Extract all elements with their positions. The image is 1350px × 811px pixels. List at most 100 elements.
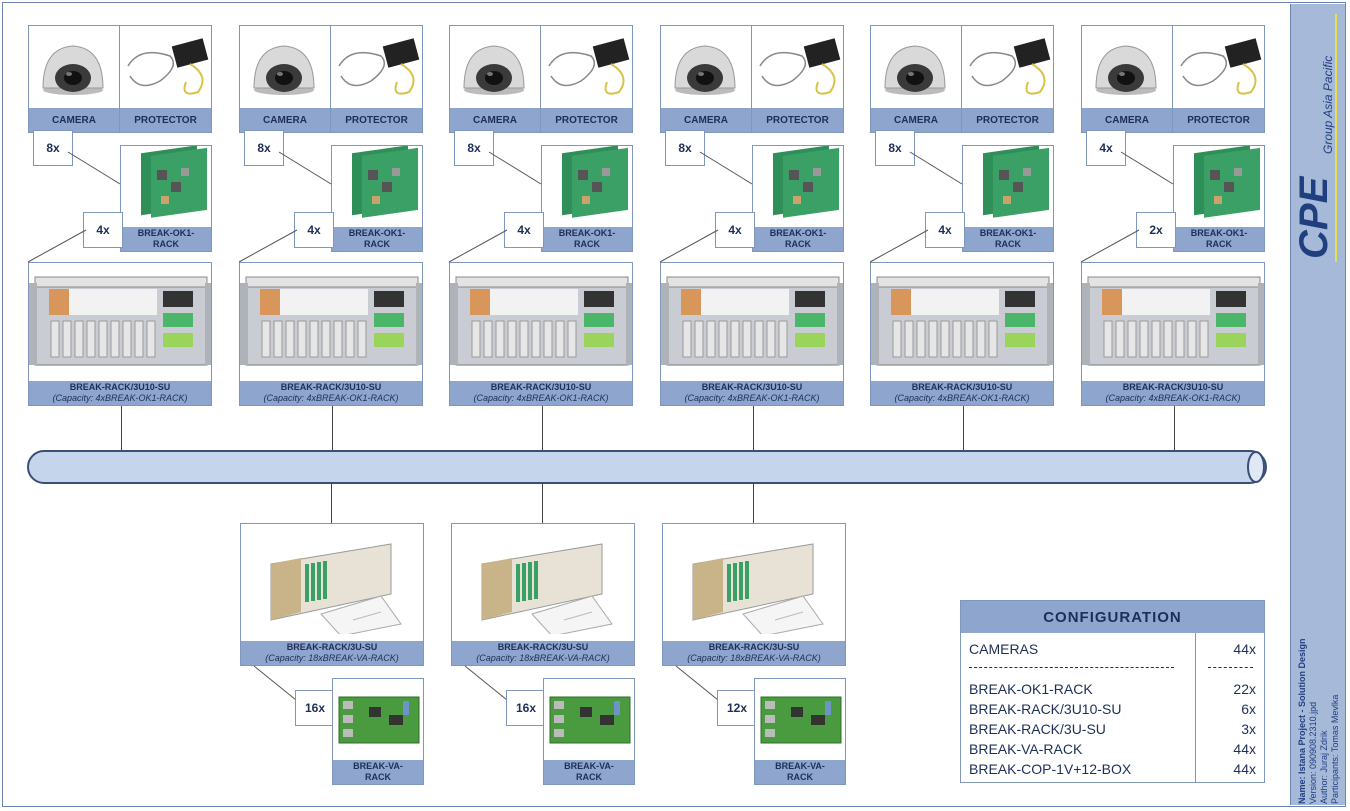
rack-illustration — [240, 276, 422, 366]
rack-name: BREAK-RACK/3U10-SU — [69, 382, 171, 392]
dashed-separator — [969, 667, 1174, 668]
card-quantity: 2x — [1136, 212, 1176, 248]
connector-lines — [449, 151, 542, 263]
label-line: RACK — [365, 772, 391, 782]
dashed-separator — [1208, 667, 1253, 668]
label-line: BREAK-OK1- — [1190, 228, 1248, 238]
config-row-name: BREAK-COP-1V+12-BOX — [969, 761, 1132, 777]
configuration-title: CONFIGURATION — [961, 601, 1264, 633]
rack-3u10-box: BREAK-RACK/3U10-SU (Capacity: 4xBREAK-OK… — [870, 262, 1054, 406]
rack-capacity: (Capacity: 4xBREAK-OK1-RACK) — [52, 393, 188, 403]
connector-line — [253, 665, 297, 701]
label-line: RACK — [364, 239, 390, 249]
rack-illustration — [661, 276, 843, 366]
va-card-quantity: 12x — [717, 690, 757, 726]
connector-lines — [1081, 151, 1174, 263]
bus-layer — [27, 450, 1267, 484]
rack-name: BREAK-RACK/3U-SU — [708, 642, 800, 652]
protector-illustration — [127, 38, 209, 95]
config-row: BREAK-COP-1V+12-BOX 44x — [969, 761, 1256, 779]
rack-capacity: (Capacity: 18xBREAK-VA-RACK) — [265, 653, 399, 663]
camera-quantity: 4x — [1086, 130, 1126, 166]
label-line: RACK — [574, 239, 600, 249]
rack-3u-illustration — [692, 543, 824, 634]
protector-box: PROTECTOR — [330, 25, 423, 133]
ok1-rack-card-box: BREAK-OK1- RACK — [752, 145, 844, 252]
camera-box: CAMERA — [239, 25, 331, 133]
config-row-name: BREAK-RACK/3U-SU — [969, 721, 1106, 737]
sidebar-graphics: CPE Group Asia Pacific Name: Istana Proj… — [1292, 14, 1340, 804]
rack-name: BREAK-RACK/3U10-SU — [280, 382, 382, 392]
rack-illustration — [29, 276, 211, 366]
ok1-rack-card-box: BREAK-OK1- RACK — [541, 145, 633, 252]
config-row: BREAK-RACK/3U10-SU 6x — [969, 701, 1256, 719]
rack-to-bus-connector — [542, 406, 543, 452]
config-row-name: BREAK-OK1-RACK — [969, 681, 1093, 697]
rack-name: BREAK-RACK/3U-SU — [286, 642, 378, 652]
protector-label: PROTECTOR — [541, 108, 632, 132]
rack-3u-box: BREAK-RACK/3U-SU (Capacity: 18xBREAK-VA-… — [240, 523, 424, 666]
rack-3u-box: BREAK-RACK/3U-SU (Capacity: 18xBREAK-VA-… — [662, 523, 846, 666]
rack-3u-label: BREAK-RACK/3U-SU (Capacity: 18xBREAK-VA-… — [452, 641, 634, 665]
bus-to-rack-connector — [542, 483, 543, 523]
project-author: Author: Juraj Zdrik — [1319, 730, 1329, 804]
protector-box: PROTECTOR — [961, 25, 1054, 133]
rack-3u-label: BREAK-RACK/3U-SU (Capacity: 18xBREAK-VA-… — [663, 641, 845, 665]
va-rack-card-box: BREAK-VA- RACK — [754, 678, 846, 785]
protector-illustration — [1180, 38, 1262, 95]
camera-label: CAMERA — [29, 108, 119, 132]
rack-3u10-label: BREAK-RACK/3U10-SU (Capacity: 4xBREAK-OK… — [661, 381, 843, 405]
label-line: RACK — [1206, 239, 1232, 249]
connector-line — [675, 665, 719, 701]
va-rack-card-label: BREAK-VA- RACK — [755, 760, 845, 784]
protector-label: PROTECTOR — [331, 108, 422, 132]
rack-3u10-label: BREAK-RACK/3U10-SU (Capacity: 4xBREAK-OK… — [871, 381, 1053, 405]
camera-box: CAMERA — [449, 25, 541, 133]
bus-to-rack-connector — [331, 483, 332, 523]
camera-label: CAMERA — [240, 108, 330, 132]
config-row: BREAK-OK1-RACK 22x — [969, 681, 1256, 699]
ok1-rack-card-label: BREAK-OK1- RACK — [332, 227, 422, 251]
camera-illustration — [253, 45, 315, 95]
camera-label: CAMERA — [450, 108, 540, 132]
config-row: BREAK-RACK/3U-SU 3x — [969, 721, 1256, 739]
rack-3u10-label: BREAK-RACK/3U10-SU (Capacity: 4xBREAK-OK… — [450, 381, 632, 405]
card-illustration — [773, 146, 839, 218]
config-row-name: BREAK-VA-RACK — [969, 741, 1083, 757]
rack-3u-box: BREAK-RACK/3U-SU (Capacity: 18xBREAK-VA-… — [451, 523, 635, 666]
va-rack-card-box: BREAK-VA- RACK — [543, 678, 635, 785]
rack-3u10-label: BREAK-RACK/3U10-SU (Capacity: 4xBREAK-OK… — [240, 381, 422, 405]
label-line: RACK — [153, 239, 179, 249]
rack-name: BREAK-RACK/3U10-SU — [490, 382, 592, 392]
rack-3u10-box: BREAK-RACK/3U10-SU (Capacity: 4xBREAK-OK… — [239, 262, 423, 406]
label-line: BREAK-VA- — [353, 761, 403, 771]
rack-capacity: (Capacity: 18xBREAK-VA-RACK) — [476, 653, 610, 663]
va-card-illustration — [760, 696, 842, 744]
protector-box: PROTECTOR — [540, 25, 633, 133]
rack-name: BREAK-RACK/3U-SU — [497, 642, 589, 652]
camera-box: CAMERA — [28, 25, 120, 133]
rack-3u10-box: BREAK-RACK/3U10-SU (Capacity: 4xBREAK-OK… — [449, 262, 633, 406]
project-participants: Participants: Tomas Mevlka — [1330, 695, 1340, 804]
camera-quantity: 8x — [454, 130, 494, 166]
config-row-name: CAMERAS — [969, 641, 1039, 657]
connector-lines — [28, 151, 121, 263]
card-illustration — [562, 146, 628, 218]
protector-box: PROTECTOR — [119, 25, 212, 133]
label-line: RACK — [995, 239, 1021, 249]
va-rack-card-label: BREAK-VA- RACK — [333, 760, 423, 784]
label-line: BREAK-VA- — [775, 761, 825, 771]
camera-illustration — [42, 45, 104, 95]
label-line: RACK — [787, 772, 813, 782]
camera-illustration — [884, 45, 946, 95]
rack-to-bus-connector — [963, 406, 964, 452]
config-row-value: 6x — [1241, 701, 1256, 717]
ok1-rack-card-label: BREAK-OK1- RACK — [753, 227, 843, 251]
protector-box: PROTECTOR — [1172, 25, 1265, 133]
project-name: Name: Istana Project - Solution Design — [1297, 638, 1307, 804]
config-row-value: 44x — [1233, 641, 1256, 657]
camera-quantity: 8x — [875, 130, 915, 166]
card-quantity: 4x — [83, 212, 123, 248]
camera-illustration — [1095, 45, 1157, 95]
va-card-illustration — [338, 696, 420, 744]
